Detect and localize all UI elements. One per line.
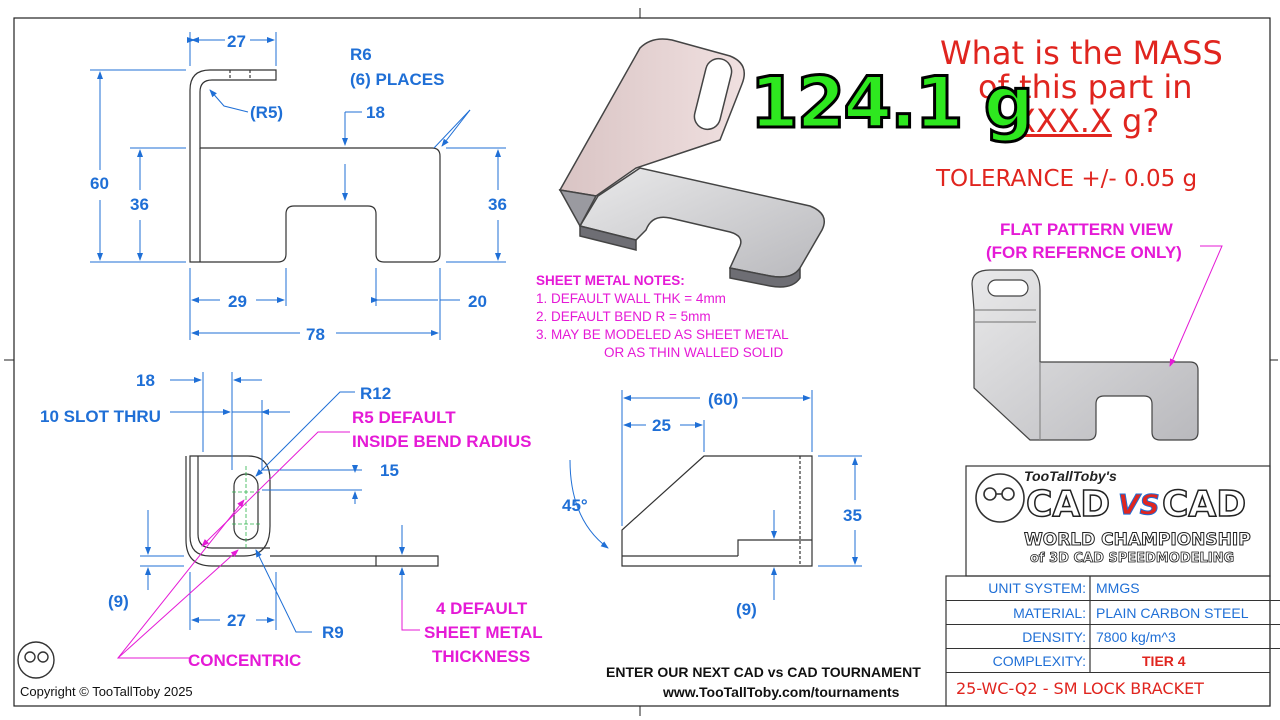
front-dim-20: 20 <box>468 292 487 311</box>
front-dim-78: 78 <box>306 325 325 344</box>
flat-pattern-view <box>971 269 1199 441</box>
front-dim-29: 29 <box>228 292 247 311</box>
question-unit: g? <box>1122 102 1160 140</box>
part-code: 25-WC-Q2 - SM LOCK BRACKET <box>956 679 1204 698</box>
question-format: XXX.X <box>1014 102 1112 140</box>
notes-item-3-cont: OR AS THIN WALLED SOLID <box>604 345 784 360</box>
logo-vs: VS <box>1118 488 1161 522</box>
side-view-centerlines <box>232 466 260 548</box>
footer-url[interactable]: www.TooTallToby.com/tournaments <box>663 684 900 700</box>
front-dim-60: 60 <box>90 174 109 193</box>
side-dim-18: 18 <box>136 371 155 390</box>
sheet-metal-notes: SHEET METAL NOTES: 1. DEFAULT WALL THK =… <box>536 272 789 362</box>
title-label: DENSITY: <box>1022 629 1086 645</box>
side-dim-r9: R9 <box>322 623 344 642</box>
question-line-1: What is the MASS <box>940 34 1223 72</box>
copyright-logo-mark <box>17 641 55 679</box>
title-value: MMGS <box>1096 580 1140 596</box>
front-note-places: (6) PLACES <box>350 70 445 89</box>
copyright: Copyright © TooTallToby 2025 <box>20 684 193 699</box>
top-dim-60: (60) <box>708 390 739 409</box>
logo-cad-right: CAD <box>1161 483 1247 526</box>
top-dim-45: 45° <box>562 496 588 515</box>
question-line-3: XXX.X g? <box>1014 102 1159 140</box>
thk-note-3: THICKNESS <box>432 647 531 666</box>
title-row-density: DENSITY: 7800 kg/m^3 <box>946 624 1280 649</box>
sheet-border <box>13 17 1271 707</box>
bend-note-2: INSIDE BEND RADIUS <box>352 432 532 451</box>
flat-pattern-label-1: FLAT PATTERN VIEW <box>1000 220 1173 239</box>
answer-mass: 124.1 g <box>749 61 1036 146</box>
title-label: COMPLEXITY: <box>992 653 1086 669</box>
logo-mark <box>975 473 1025 523</box>
top-dim-9: (9) <box>736 600 757 619</box>
title-row-unit-system: UNIT SYSTEM: MMGS <box>946 576 1280 600</box>
tolerance-text: TOLERANCE +/- 0.05 g <box>936 166 1198 192</box>
question-line-2: of this part in <box>978 68 1193 106</box>
slot-note: 10 SLOT THRU <box>40 407 161 426</box>
title-row-material: MATERIAL: PLAIN CARBON STEEL <box>946 600 1280 625</box>
title-value: PLAIN CARBON STEEL <box>1096 605 1249 621</box>
complexity-value: TIER 4 <box>1142 653 1186 669</box>
concentric-note: CONCENTRIC <box>188 651 302 670</box>
title-label: MATERIAL: <box>1013 605 1086 621</box>
thk-note-1: 4 DEFAULT <box>436 599 528 618</box>
front-dim-36-left: 36 <box>130 195 149 214</box>
footer-tournament: ENTER OUR NEXT CAD vs CAD TOURNAMENT <box>606 664 921 680</box>
front-dim-36-right: 36 <box>488 195 507 214</box>
bend-note-1: R5 DEFAULT <box>352 408 456 427</box>
title-value: 7800 kg/m^3 <box>1096 629 1176 645</box>
logo-top: TooTallToby's <box>1024 468 1117 484</box>
side-dim-9: (9) <box>108 592 129 611</box>
notes-item-3: 3. MAY BE MODELED AS SHEET METAL <box>536 327 789 342</box>
side-view-dimensions <box>140 372 405 633</box>
logo-line-2: WORLD CHAMPIONSHIP <box>1024 530 1252 551</box>
side-view-magenta-leaders <box>116 431 420 659</box>
front-note-r6: R6 <box>350 45 372 64</box>
side-view <box>185 455 439 567</box>
top-dim-35: 35 <box>843 506 862 525</box>
flat-pattern-leader <box>1169 245 1223 367</box>
logo-cad-left: CAD <box>1025 483 1111 526</box>
side-dim-27: 27 <box>227 611 246 630</box>
notes-title: SHEET METAL NOTES: <box>536 273 685 288</box>
front-dim-18: 18 <box>366 103 385 122</box>
title-row-complexity: COMPLEXITY: TIER 4 <box>946 648 1280 673</box>
side-dim-r12: R12 <box>360 384 392 403</box>
flat-pattern-label-2: (FOR REFERNCE ONLY) <box>986 243 1182 262</box>
top-view <box>621 455 813 567</box>
title-label: UNIT SYSTEM: <box>988 580 1086 596</box>
front-dim-r5: (R5) <box>250 103 284 122</box>
logo-line-3: of 3D CAD SPEEDMODELING <box>1030 551 1235 567</box>
front-view <box>189 69 441 263</box>
side-dim-15: 15 <box>380 461 399 480</box>
iso-3d-view <box>558 38 825 288</box>
thk-note-2: SHEET METAL <box>424 623 543 642</box>
top-dim-25: 25 <box>652 416 671 435</box>
top-view-dimensions <box>569 390 862 600</box>
title-row-part-code: 25-WC-Q2 - SM LOCK BRACKET <box>946 672 1270 707</box>
notes-item-2: 2. DEFAULT BEND R = 5mm <box>536 309 711 324</box>
front-dim-27: 27 <box>227 32 246 51</box>
notes-item-1: 1. DEFAULT WALL THK = 4mm <box>536 291 726 306</box>
front-view-dimensions <box>90 32 506 340</box>
